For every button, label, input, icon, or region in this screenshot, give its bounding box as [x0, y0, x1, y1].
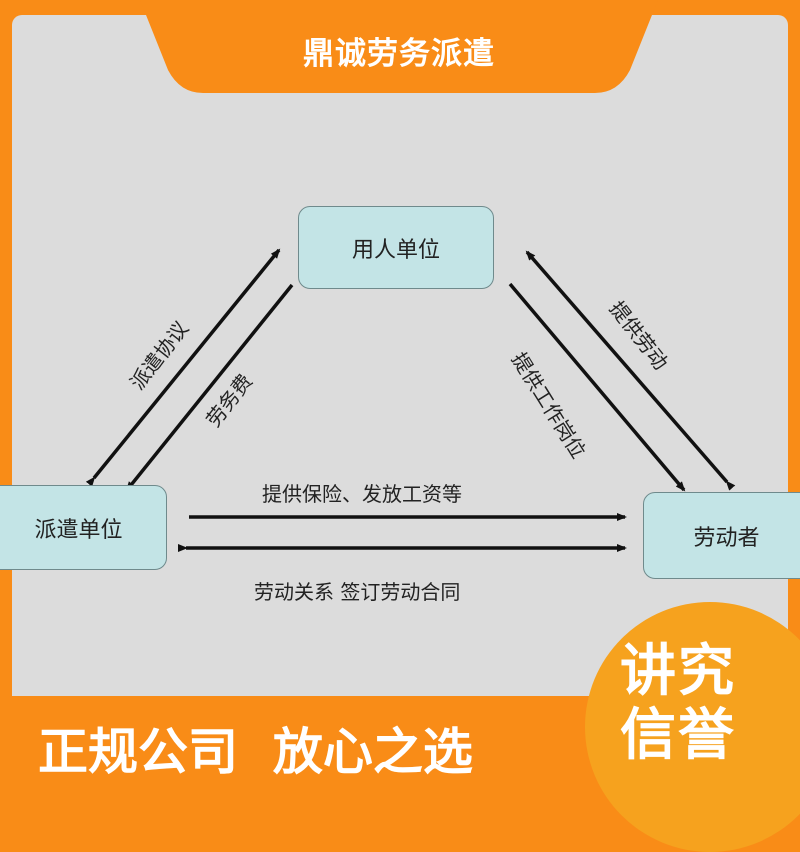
page-title: 鼎诚劳务派遣: [303, 36, 495, 72]
arrows: [85, 248, 736, 552]
node-worker: 劳动者: [643, 492, 800, 579]
label-labor-contract: 劳动关系 签订劳动合同: [254, 580, 461, 604]
arrow-dispatch-agreement: [85, 248, 281, 487]
node-employer: 用人单位: [298, 206, 494, 289]
slogan: 正规公司 放心之选: [38, 723, 473, 781]
label-insurance-wages: 提供保险、发放工资等: [262, 482, 462, 506]
badge-line-1: 讲究: [620, 639, 736, 704]
header-tab: [140, 0, 658, 93]
badge-line-2: 信誉: [620, 703, 736, 768]
badge-text: 讲究 信誉: [620, 640, 770, 768]
arrow-service-fee: [125, 283, 294, 492]
arrow-provide-labor: [525, 250, 736, 491]
arrow-provide-position: [508, 282, 686, 492]
node-agency: 派遣单位: [0, 485, 167, 570]
